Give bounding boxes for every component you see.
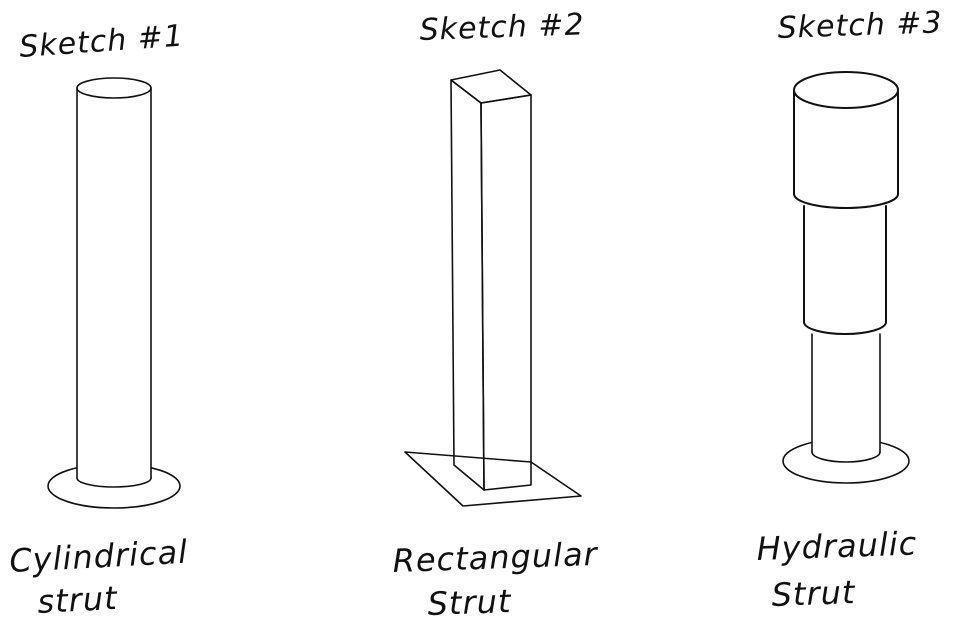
cylindrical-strut-drawing: [47, 77, 181, 509]
sketch-3-caption-line1: Hydraulic: [756, 524, 918, 568]
hydraulic-middle-stage-fill: [804, 206, 886, 334]
sketch-2: Sketch #2 Rectangular Strut: [392, 7, 599, 623]
hydraulic-upper-cylinder-bottom: [793, 193, 899, 209]
sketch-1-caption-line1: Cylindrical: [8, 533, 189, 580]
cylinder-top-ellipse: [76, 77, 152, 99]
hydraulic-lower-rod-fill: [812, 334, 880, 462]
rectangle-side-face: [480, 94, 532, 491]
sketch-2-caption-line2: Strut: [427, 582, 513, 623]
rectangular-strut-drawing: [404, 69, 582, 507]
sketch-2-caption-line1: Rectangular: [392, 535, 599, 580]
sketch-3-title: Sketch #3: [777, 5, 943, 46]
cylinder-bottom-curve: [76, 477, 152, 488]
hydraulic-top-ellipse: [793, 71, 899, 109]
hydraulic-middle-stage-bottom: [803, 321, 887, 335]
sketch-3-caption-line2: Strut: [771, 573, 857, 614]
hydraulic-upper-cylinder-fill: [794, 92, 898, 208]
hydraulic-strut-drawing: [782, 71, 910, 484]
sketch-1: Sketch #1 Cylindrical strut: [8, 19, 189, 621]
rectangle-base-plate: [404, 451, 582, 507]
sketch-2-title: Sketch #2: [419, 7, 585, 48]
sketch-1-title: Sketch #1: [18, 19, 185, 65]
sketch-1-caption-line2: strut: [36, 579, 119, 621]
rectangle-top-face: [450, 69, 532, 104]
rectangle-front-face: [450, 79, 485, 491]
hydraulic-lower-rod-bottom: [811, 451, 881, 463]
cylinder-body-fill: [77, 88, 151, 487]
sketch-3: Sketch #3 Hydraulic Strut: [756, 5, 943, 614]
